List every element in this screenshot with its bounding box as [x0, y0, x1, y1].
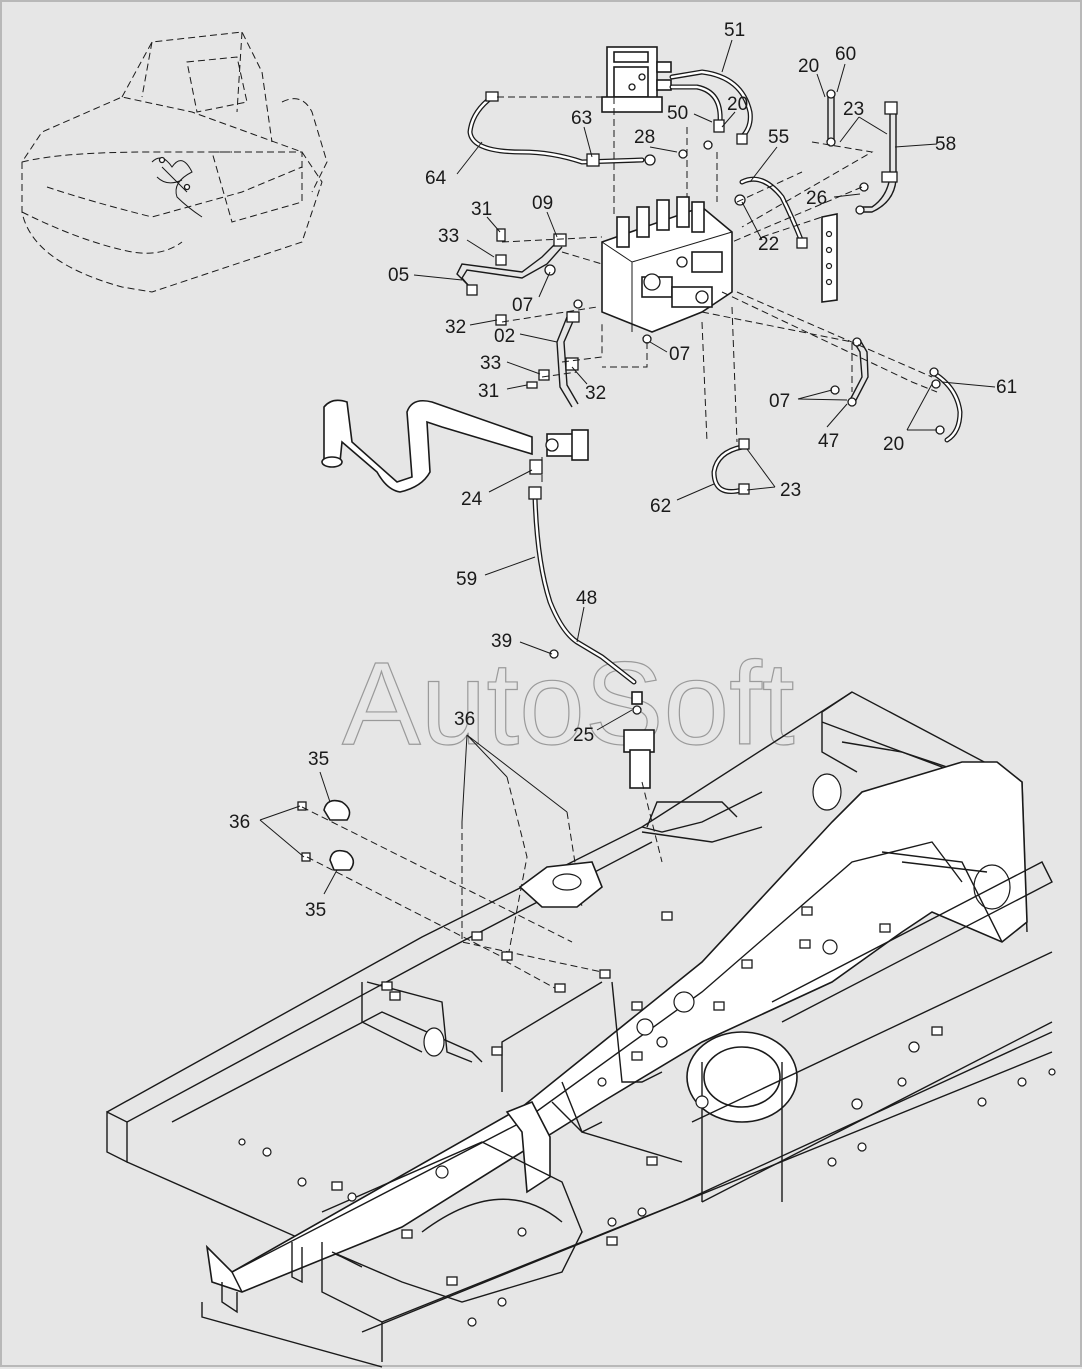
callout-20: 20: [883, 434, 904, 455]
callout-32: 32: [585, 383, 606, 404]
callout-20: 20: [798, 56, 819, 77]
assembly-lines: [301, 96, 938, 993]
machine-locator-inset: [21, 31, 328, 293]
filter-48: [549, 649, 655, 789]
callout-36: 36: [454, 709, 475, 730]
hose-64: [467, 91, 656, 167]
callout-60: 60: [835, 44, 856, 65]
callout-labels: 51 20 60 50 20 23 58 63 28 55 64 26 31 0…: [229, 20, 1017, 921]
callout-59: 59: [456, 569, 477, 590]
callout-61: 61: [996, 377, 1017, 398]
callout-07: 07: [769, 391, 790, 412]
callout-63: 63: [571, 108, 592, 129]
hose-59: [528, 459, 637, 685]
callout-35: 35: [305, 900, 326, 921]
callout-22: 22: [758, 234, 779, 255]
callout-24: 24: [461, 489, 483, 510]
callout-05: 05: [388, 265, 409, 286]
callout-33: 33: [480, 353, 501, 374]
callout-47: 47: [818, 431, 839, 452]
pipe-58: [826, 89, 898, 215]
callout-28: 28: [634, 127, 655, 148]
frame-tabs: [331, 906, 943, 1286]
leader-lines: [259, 39, 996, 895]
callout-32: 32: [445, 317, 466, 338]
callout-48: 48: [576, 588, 597, 609]
callout-51: 51: [724, 20, 745, 41]
frame-holes: [238, 939, 1056, 1327]
pipe-05: [456, 233, 567, 296]
callout-50: 50: [667, 103, 688, 124]
callout-64: 64: [425, 168, 447, 189]
main-control-valve: [601, 196, 733, 333]
pipe-47: [830, 337, 869, 407]
callout-36: 36: [229, 812, 250, 833]
upper-frame: [106, 691, 1056, 1368]
callout-25: 25: [573, 725, 594, 746]
callout-07: 07: [512, 295, 533, 316]
hose-51: [669, 69, 753, 145]
callout-31: 31: [471, 199, 492, 220]
clamps-35: [297, 799, 355, 871]
callout-33: 33: [438, 226, 459, 247]
callout-55: 55: [768, 127, 789, 148]
callout-31: 31: [478, 381, 499, 402]
callout-35: 35: [308, 749, 329, 770]
callout-26: 26: [806, 188, 827, 209]
mounting-bracket: [821, 213, 838, 303]
callout-07: 07: [669, 344, 690, 365]
callout-09: 09: [532, 193, 553, 214]
callout-62: 62: [650, 496, 671, 517]
pilot-valve-block: [601, 46, 672, 113]
hose-62: [711, 438, 750, 495]
callout-23: 23: [843, 99, 864, 120]
hose-61: [929, 367, 963, 443]
callout-39: 39: [491, 631, 512, 652]
callout-23: 23: [780, 480, 801, 501]
suction-pipe: [321, 399, 589, 493]
callout-58: 58: [935, 134, 956, 155]
callout-20: 20: [727, 94, 748, 115]
callout-02: 02: [494, 326, 515, 347]
watermark: AutoSoft: [342, 638, 795, 770]
